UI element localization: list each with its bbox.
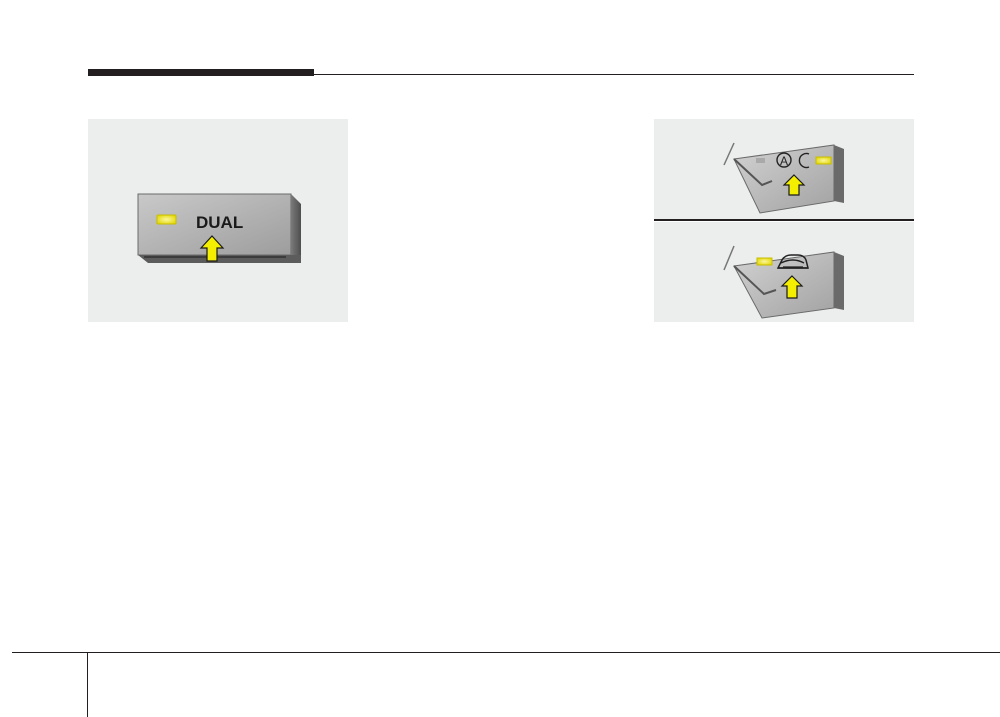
dual-button-illustration: DUAL <box>88 119 348 322</box>
header-accent-bar <box>88 69 314 76</box>
dual-button-drawing: DUAL <box>137 193 301 263</box>
auto-recirculation-illustration: A <box>654 119 914 219</box>
auto-letter: A <box>780 154 788 168</box>
press-arrow-icon <box>199 235 225 262</box>
auto-indicator-lit <box>815 156 832 165</box>
recirculation-icon <box>798 152 810 169</box>
header-rule <box>314 74 914 75</box>
recirculated-air-car-icon <box>776 254 809 269</box>
footer-rule <box>12 652 1000 653</box>
figure-divider <box>654 219 914 221</box>
auto-recirculation-drawing: A <box>723 142 844 214</box>
air-intake-indicator-lit <box>756 257 773 266</box>
press-arrow-icon <box>782 174 806 196</box>
footer-page-divider <box>87 652 88 717</box>
press-arrow-icon <box>780 275 804 299</box>
air-intake-illustration <box>654 222 914 322</box>
air-intake-drawing <box>723 245 844 319</box>
auto-indicator-off <box>756 158 765 163</box>
dual-indicator-light <box>156 214 177 225</box>
dual-button-label: DUAL <box>196 213 243 232</box>
